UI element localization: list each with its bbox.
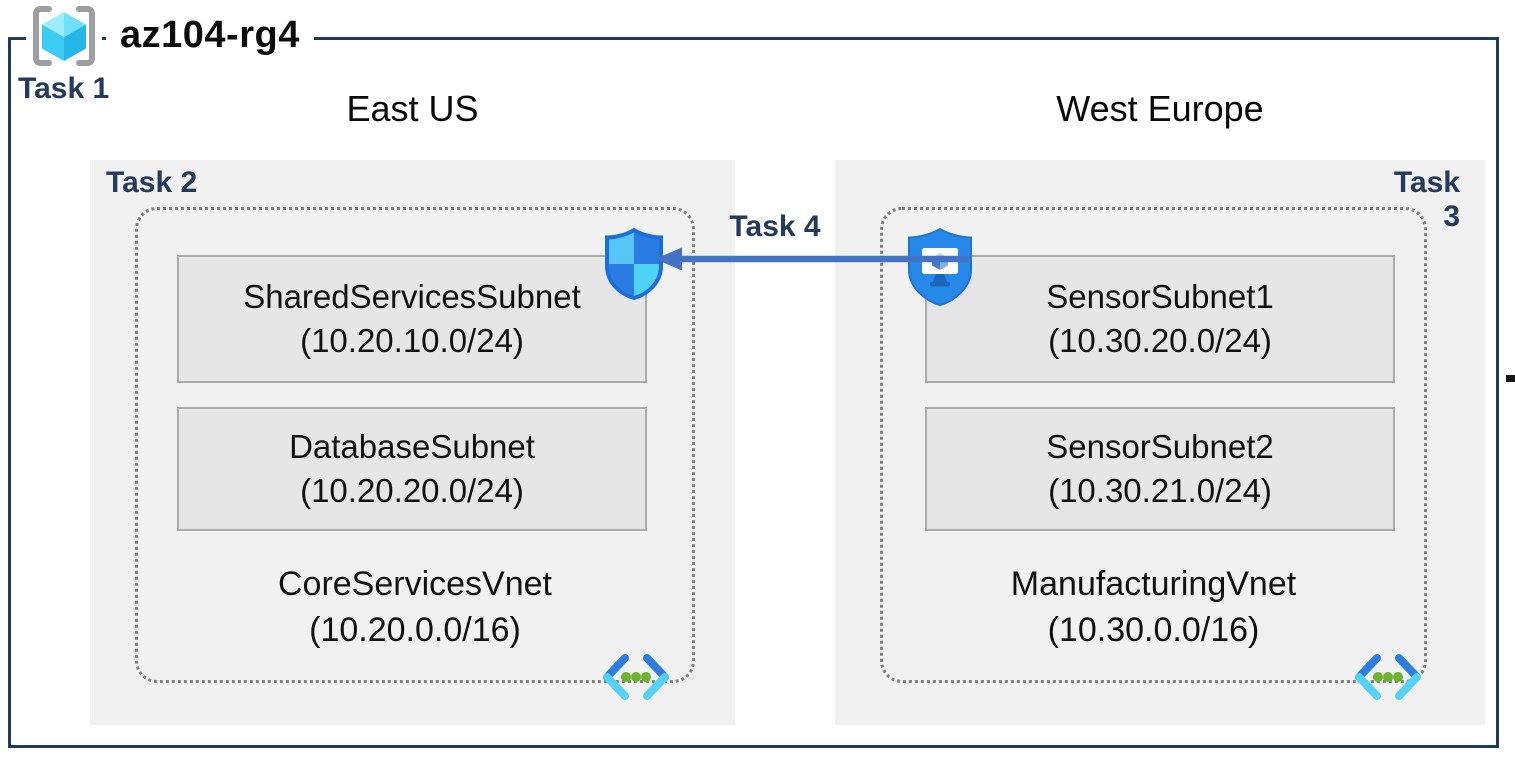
- vnet-cidr: (10.20.0.0/16): [309, 610, 521, 649]
- vnet-boundary-coreservicesvnet: [135, 207, 695, 683]
- bastion-shield-icon: [903, 226, 977, 313]
- subnet-cidr: (10.30.21.0/24): [1048, 472, 1272, 509]
- subnet-cidr: (10.30.20.0/24): [1048, 322, 1272, 359]
- subnet-box-sensorsubnet1: SensorSubnet1 (10.30.20.0/24): [925, 255, 1395, 383]
- resource-group-icon: [26, 3, 102, 69]
- vnet-label-manufacturingvnet: ManufacturingVnet (10.30.0.0/16): [880, 562, 1427, 654]
- subnet-box-sensorsubnet2: SensorSubnet2 (10.30.21.0/24): [925, 407, 1395, 531]
- subnet-cidr: (10.20.20.0/24): [300, 472, 524, 509]
- task1-label: Task 1: [18, 72, 110, 105]
- task3-label: Task 3: [1393, 166, 1460, 233]
- network-security-group-shield-icon: [602, 227, 666, 306]
- vnet-label-coreservicesvnet: CoreServicesVnet (10.20.0.0/16): [135, 562, 695, 654]
- vnet-boundary-manufacturingvnet: [880, 207, 1427, 683]
- subnet-cidr: (10.20.10.0/24): [300, 322, 524, 359]
- vnet-cidr: (10.30.0.0/16): [1047, 610, 1260, 649]
- subnet-name: SharedServicesSubnet: [243, 277, 581, 315]
- vnet-name: CoreServicesVnet: [277, 565, 552, 603]
- task4-label: Task 4: [729, 210, 821, 243]
- subnet-name: SensorSubnet2: [1046, 427, 1274, 465]
- peering-arrow: [652, 244, 972, 279]
- virtual-network-icon: [1352, 652, 1424, 707]
- subnet-box-sharedservices: SharedServicesSubnet (10.20.10.0/24): [177, 255, 647, 383]
- region-title-west-europe: West Europe: [1056, 88, 1264, 129]
- clipped-edge-mark: [1506, 375, 1515, 382]
- resource-group-title: az104-rg4: [106, 14, 314, 57]
- resource-group-border: [8, 37, 1499, 748]
- region-title-east-us: East US: [346, 88, 479, 129]
- virtual-network-icon: [600, 652, 672, 707]
- subnet-box-database: DatabaseSubnet (10.20.20.0/24): [177, 407, 647, 531]
- task2-label: Task 2: [106, 166, 198, 199]
- subnet-name: DatabaseSubnet: [289, 427, 535, 465]
- subnet-name: SensorSubnet1: [1046, 277, 1274, 315]
- vnet-name: ManufacturingVnet: [1010, 565, 1297, 603]
